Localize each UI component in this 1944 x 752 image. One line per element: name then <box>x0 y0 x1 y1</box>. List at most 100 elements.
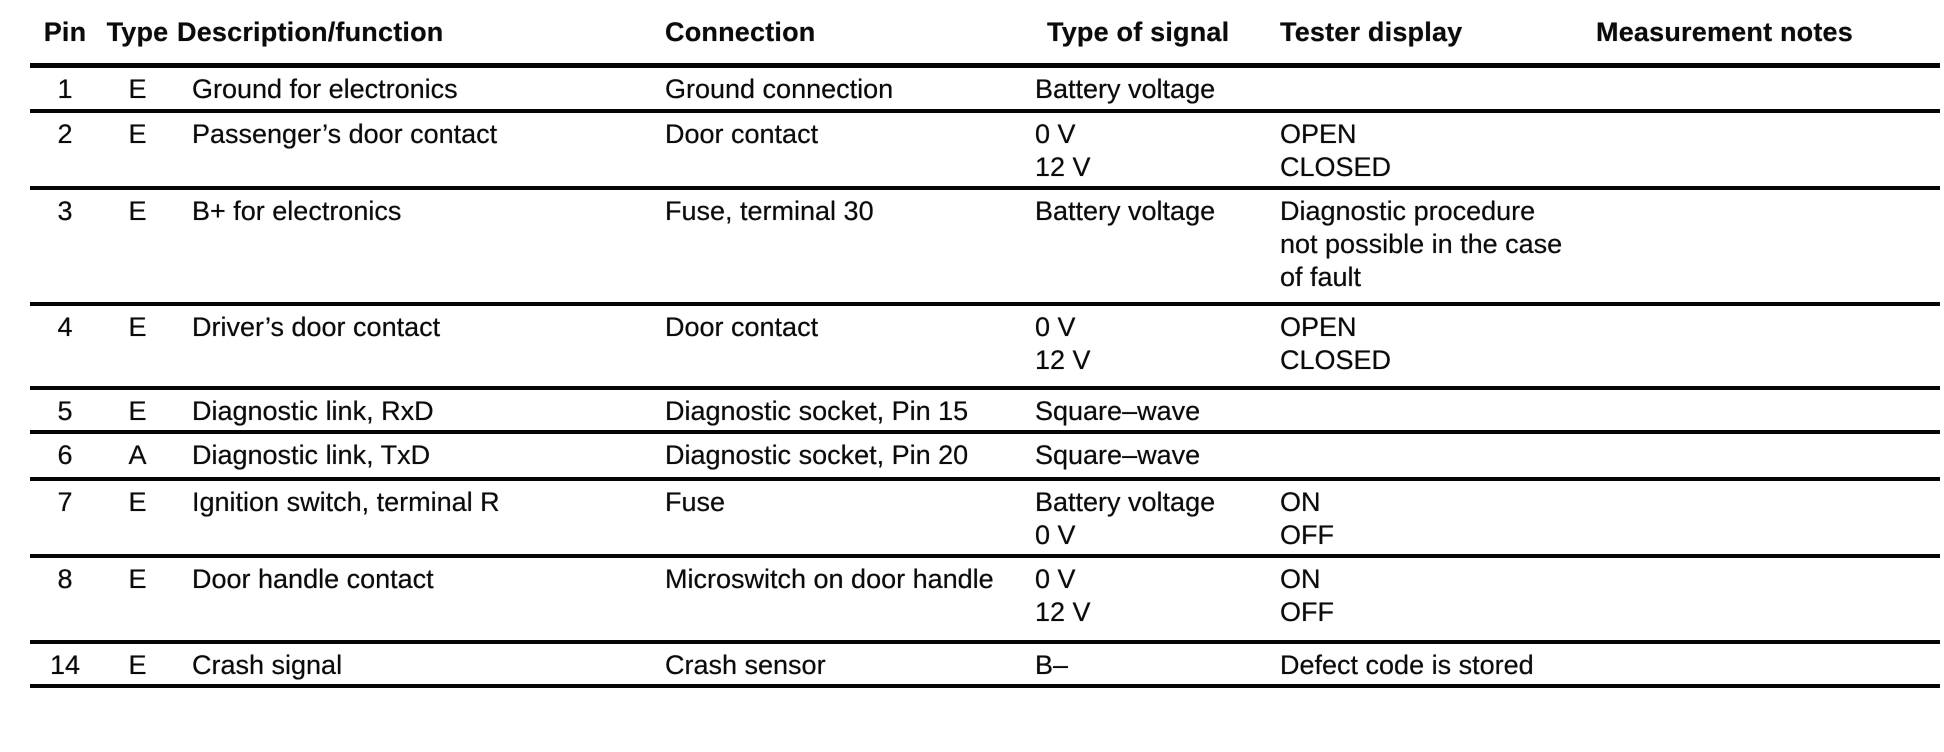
signal-cell: 0 V 12 V <box>1035 118 1280 186</box>
table-row-pin-1: 1 E Ground for electronics Ground connec… <box>30 68 1940 113</box>
tester-cell: ON OFF <box>1280 563 1593 640</box>
header-type: Type <box>106 17 169 47</box>
signal-line: B– <box>1035 650 1069 680</box>
connection-cell: Fuse <box>665 487 726 517</box>
table-row-pin-4: 4 E Driver’s door contact Door contact 0… <box>30 306 1940 390</box>
tester-cell: Diagnostic procedure not possible in the… <box>1280 195 1593 302</box>
description-cell: Diagnostic link, TxD <box>192 440 431 470</box>
connection-cell: Diagnostic socket, Pin 15 <box>665 396 969 426</box>
signal-line: Square–wave <box>1035 440 1201 470</box>
signal-line: 12 V <box>1035 345 1091 375</box>
tester-line: OFF <box>1280 520 1334 550</box>
connection-cell: Crash sensor <box>665 650 826 680</box>
type-cell: E <box>128 487 147 517</box>
signal-line: 0 V <box>1035 520 1076 550</box>
signal-line: 0 V <box>1035 564 1076 594</box>
type-cell: E <box>128 196 147 226</box>
signal-line: 12 V <box>1035 152 1091 182</box>
signal-line: Battery voltage <box>1035 487 1216 517</box>
header-connection: Connection <box>665 17 816 47</box>
signal-cell: Square–wave <box>1035 395 1280 430</box>
header-notes: Measurement notes <box>1596 17 1853 47</box>
pin-cell: 4 <box>57 312 73 342</box>
table-row-pin-5: 5 E Diagnostic link, RxD Diagnostic sock… <box>30 390 1940 434</box>
tester-cell: ON OFF <box>1280 486 1593 554</box>
signal-cell: B– <box>1035 649 1280 684</box>
description-cell: B+ for electronics <box>192 196 402 226</box>
type-cell: E <box>128 119 147 149</box>
pin-cell: 8 <box>57 564 73 594</box>
connection-cell: Fuse, terminal 30 <box>665 196 874 226</box>
connection-cell: Diagnostic socket, Pin 20 <box>665 440 969 470</box>
tester-cell: Defect code is stored <box>1280 649 1593 684</box>
notes-cell <box>1593 439 1940 477</box>
table-row-pin-14: 14 E Crash signal Crash sensor B– Defect… <box>30 644 1940 688</box>
signal-cell: Battery voltage 0 V <box>1035 486 1280 554</box>
description-cell: Crash signal <box>192 650 343 680</box>
tester-line: Diagnostic procedure <box>1280 196 1536 226</box>
connection-cell: Door contact <box>665 312 819 342</box>
type-cell: E <box>128 564 147 594</box>
table-row-pin-2: 2 E Passenger’s door contact Door contac… <box>30 113 1940 190</box>
signal-cell: Battery voltage <box>1035 73 1280 109</box>
connection-cell: Door contact <box>665 119 819 149</box>
pin-cell: 6 <box>57 440 73 470</box>
description-cell: Passenger’s door contact <box>192 119 498 149</box>
description-cell: Diagnostic link, RxD <box>192 396 434 426</box>
notes-cell <box>1593 649 1940 684</box>
signal-line: 0 V <box>1035 312 1076 342</box>
signal-line: Square–wave <box>1035 396 1201 426</box>
table-row-pin-6: 6 A Diagnostic link, TxD Diagnostic sock… <box>30 434 1940 481</box>
table-row-pin-3: 3 E B+ for electronics Fuse, terminal 30… <box>30 190 1940 306</box>
tester-line: Defect code is stored <box>1280 650 1534 680</box>
type-cell: E <box>128 74 147 104</box>
header-description: Description/function <box>177 17 444 47</box>
signal-cell: Battery voltage <box>1035 195 1280 302</box>
notes-cell <box>1593 395 1940 430</box>
type-cell: A <box>128 440 147 470</box>
pin-cell: 5 <box>57 396 73 426</box>
notes-cell <box>1593 311 1940 386</box>
type-cell: E <box>128 312 147 342</box>
tester-line: of fault <box>1280 262 1362 292</box>
description-cell: Door handle contact <box>192 564 434 594</box>
signal-line: Battery voltage <box>1035 196 1216 226</box>
header-tester: Tester display <box>1280 17 1463 47</box>
pin-cell: 1 <box>57 74 73 104</box>
connection-cell: Microswitch on door handle <box>665 564 994 594</box>
notes-cell <box>1593 73 1940 109</box>
tester-line: OPEN <box>1280 119 1357 149</box>
tester-cell <box>1280 395 1593 430</box>
connection-cell: Ground connection <box>665 74 894 104</box>
table-row-pin-7: 7 E Ignition switch, terminal R Fuse Bat… <box>30 481 1940 558</box>
tester-cell: OPEN CLOSED <box>1280 118 1593 186</box>
signal-cell: 0 V 12 V <box>1035 563 1280 640</box>
pin-cell: 14 <box>49 650 81 680</box>
notes-cell <box>1593 195 1940 302</box>
tester-line: not possible in the case <box>1280 229 1563 259</box>
tester-cell <box>1280 73 1593 109</box>
table-row-pin-8: 8 E Door handle contact Microswitch on d… <box>30 558 1940 644</box>
tester-line: CLOSED <box>1280 345 1392 375</box>
header-pin: Pin <box>43 17 87 47</box>
signal-cell: Square–wave <box>1035 439 1280 477</box>
tester-line: ON <box>1280 487 1321 517</box>
description-cell: Ignition switch, terminal R <box>192 487 500 517</box>
notes-cell <box>1593 563 1940 640</box>
pin-cell: 3 <box>57 196 73 226</box>
description-cell: Ground for electronics <box>192 74 458 104</box>
notes-cell <box>1593 118 1940 186</box>
signal-line: 12 V <box>1035 597 1091 627</box>
notes-cell <box>1593 486 1940 554</box>
type-cell: E <box>128 396 147 426</box>
signal-line: 0 V <box>1035 119 1076 149</box>
table-header-row: Pin Type Description/function Connection… <box>30 0 1940 68</box>
pin-cell: 7 <box>57 487 73 517</box>
tester-cell <box>1280 439 1593 477</box>
tester-line: OFF <box>1280 597 1334 627</box>
pin-assignment-table: Pin Type Description/function Connection… <box>30 0 1940 688</box>
pin-cell: 2 <box>57 119 73 149</box>
description-cell: Driver’s door contact <box>192 312 441 342</box>
type-cell: E <box>128 650 147 680</box>
